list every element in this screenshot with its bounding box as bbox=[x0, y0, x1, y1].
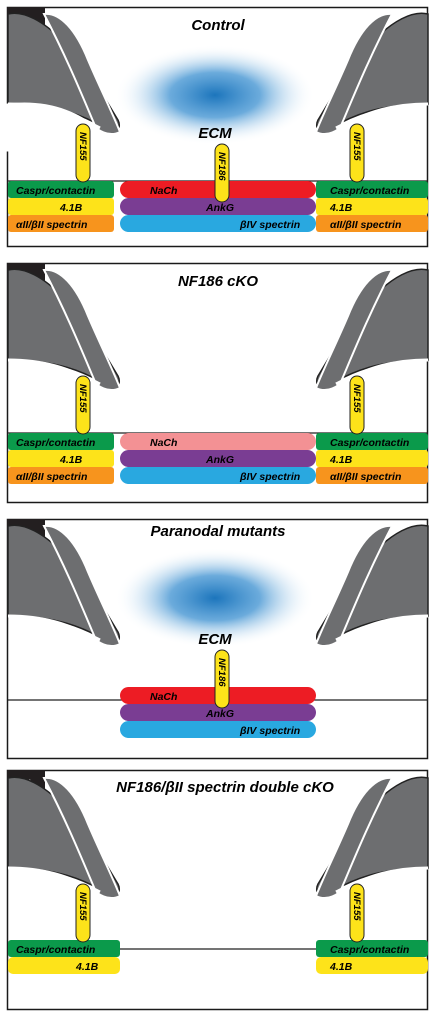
left-glial-loops bbox=[7, 776, 122, 900]
protein-4-1b-bar bbox=[316, 450, 428, 467]
spectrin-beta-iv-bar bbox=[120, 721, 316, 738]
nf186-pill: NF186 bbox=[214, 143, 230, 203]
panel-a: a Control ECM Caspr/contactin 4.1B αII/β… bbox=[0, 0, 436, 248]
nf186-label: NF186 bbox=[216, 152, 227, 181]
bar-label-41b: 4.1B bbox=[329, 202, 353, 214]
bar-label-caspr: Caspr/contactin bbox=[330, 944, 409, 956]
right-nf155-pill: NF155 bbox=[349, 375, 365, 435]
right-glial-loops bbox=[314, 776, 429, 900]
bar-label-spectrin: αII/βII spectrin bbox=[16, 219, 87, 231]
node-stack: NaCh AnkG βIV spectrin bbox=[120, 433, 316, 484]
bar-label-ankg: AnkG bbox=[205, 708, 234, 720]
bar-label-ankg: AnkG bbox=[205, 202, 234, 214]
ecm-cloud bbox=[115, 45, 315, 145]
caspr-contactin-bar bbox=[316, 433, 428, 450]
ecm-label: ECM bbox=[198, 125, 232, 142]
spectrin-beta-iv-bar bbox=[120, 467, 316, 484]
bar-label-nach: NaCh bbox=[150, 437, 177, 449]
caspr-contactin-bar bbox=[8, 940, 120, 957]
ankg-bar bbox=[120, 704, 316, 721]
bar-label-spectrin: αII/βII spectrin bbox=[330, 471, 401, 483]
protein-4-1b-bar bbox=[8, 198, 114, 215]
bar-label-caspr: Caspr/contactin bbox=[330, 185, 409, 197]
bar-label-caspr: Caspr/contactin bbox=[16, 437, 95, 449]
bar-label-spectrin: αII/βII spectrin bbox=[330, 219, 401, 231]
right-glial-loops bbox=[314, 524, 429, 648]
nf186-pill: NF186 bbox=[214, 649, 230, 709]
bar-label-41b: 4.1B bbox=[75, 961, 99, 973]
panel-c: c Paranodal mutants ECM NaCh AnkG βIV sp… bbox=[0, 512, 436, 760]
nf155-label: NF155 bbox=[77, 132, 88, 161]
bar-label-betaiv: βIV spectrin bbox=[239, 219, 300, 231]
ecm-cloud bbox=[115, 548, 315, 648]
protein-4-1b-bar bbox=[316, 198, 428, 215]
left-glial-loops bbox=[7, 524, 122, 648]
nf155-label: NF155 bbox=[351, 892, 362, 921]
protein-4-1b-bar bbox=[8, 957, 120, 974]
spectrin-alpha-beta-ii-bar bbox=[316, 467, 428, 484]
nf155-label: NF155 bbox=[77, 384, 88, 413]
nach-bar bbox=[120, 433, 316, 450]
bar-label-41b: 4.1B bbox=[329, 454, 353, 466]
bar-label-spectrin: αII/βII spectrin bbox=[16, 471, 87, 483]
spectrin-alpha-beta-ii-bar bbox=[8, 215, 114, 232]
panel-title: NF186/βII spectrin double cKO bbox=[116, 779, 334, 796]
spectrin-alpha-beta-ii-bar bbox=[316, 215, 428, 232]
left-glial-loops bbox=[6, 12, 122, 152]
right-paranode-stack: Caspr/contactin 4.1B αII/βII spectrin bbox=[316, 433, 428, 484]
bar-label-caspr: Caspr/contactin bbox=[16, 185, 95, 197]
spectrin-beta-iv-bar bbox=[120, 215, 316, 232]
right-nf155-pill: NF155 bbox=[349, 883, 365, 943]
nf155-label: NF155 bbox=[351, 132, 362, 161]
panel-d: d NF186/βII spectrin double cKO Caspr/co… bbox=[0, 768, 436, 1016]
ecm-label: ECM bbox=[198, 631, 232, 648]
right-nf155-pill: NF155 bbox=[349, 123, 365, 183]
bar-label-betaiv: βIV spectrin bbox=[239, 471, 300, 483]
caspr-contactin-bar bbox=[8, 433, 114, 450]
panel-title: NF186 cKO bbox=[178, 273, 258, 290]
right-paranode-stack: Caspr/contactin 4.1B bbox=[316, 940, 428, 974]
bar-label-nach: NaCh bbox=[150, 185, 177, 197]
spectrin-alpha-beta-ii-bar bbox=[8, 467, 114, 484]
protein-4-1b-bar bbox=[8, 450, 114, 467]
left-paranode-stack: Caspr/contactin 4.1B bbox=[8, 940, 120, 974]
caspr-contactin-bar bbox=[316, 181, 428, 198]
panel-d-diagram: d NF186/βII spectrin double cKO Caspr/co… bbox=[6, 769, 429, 1011]
right-paranode-stack: Caspr/contactin 4.1B αII/βII spectrin bbox=[316, 181, 428, 232]
left-paranode-stack: Caspr/contactin 4.1B αII/βII spectrin bbox=[8, 181, 114, 232]
panel-b: b NF186 cKO Caspr/contactin 4.1B αII/βII… bbox=[0, 256, 436, 504]
panel-c-diagram: c Paranodal mutants ECM NaCh AnkG βIV sp… bbox=[6, 518, 429, 760]
bar-label-41b: 4.1B bbox=[329, 961, 353, 973]
nf155-label: NF155 bbox=[77, 892, 88, 921]
caspr-contactin-bar bbox=[316, 940, 428, 957]
left-nf155-pill: NF155 bbox=[75, 123, 91, 183]
bar-label-nach: NaCh bbox=[150, 691, 177, 703]
panel-title: Paranodal mutants bbox=[150, 523, 285, 540]
ankg-bar bbox=[120, 198, 316, 215]
right-glial-loops bbox=[314, 268, 429, 392]
protein-4-1b-bar bbox=[316, 957, 428, 974]
bar-label-41b: 4.1B bbox=[59, 454, 83, 466]
bar-label-betaiv: βIV spectrin bbox=[239, 725, 300, 737]
panel-a-diagram: a Control ECM Caspr/contactin 4.1B αII/β… bbox=[6, 6, 429, 248]
bar-label-ankg: AnkG bbox=[205, 454, 234, 466]
left-nf155-pill: NF155 bbox=[75, 883, 91, 943]
bar-label-41b: 4.1B bbox=[59, 202, 83, 214]
ankg-bar bbox=[120, 450, 316, 467]
node-stack: NaCh AnkG βIV spectrin bbox=[120, 687, 316, 738]
panel-b-diagram: b NF186 cKO Caspr/contactin 4.1B αII/βII… bbox=[6, 262, 429, 504]
left-nf155-pill: NF155 bbox=[75, 375, 91, 435]
caspr-contactin-bar bbox=[8, 181, 114, 198]
nf186-label: NF186 bbox=[216, 658, 227, 687]
bar-label-caspr: Caspr/contactin bbox=[330, 437, 409, 449]
left-glial-loops bbox=[7, 268, 122, 392]
panel-title: Control bbox=[191, 17, 245, 34]
right-glial-loops bbox=[314, 12, 429, 136]
bar-label-caspr: Caspr/contactin bbox=[16, 944, 95, 956]
nf155-label: NF155 bbox=[351, 384, 362, 413]
left-paranode-stack: Caspr/contactin 4.1B αII/βII spectrin bbox=[8, 433, 114, 484]
